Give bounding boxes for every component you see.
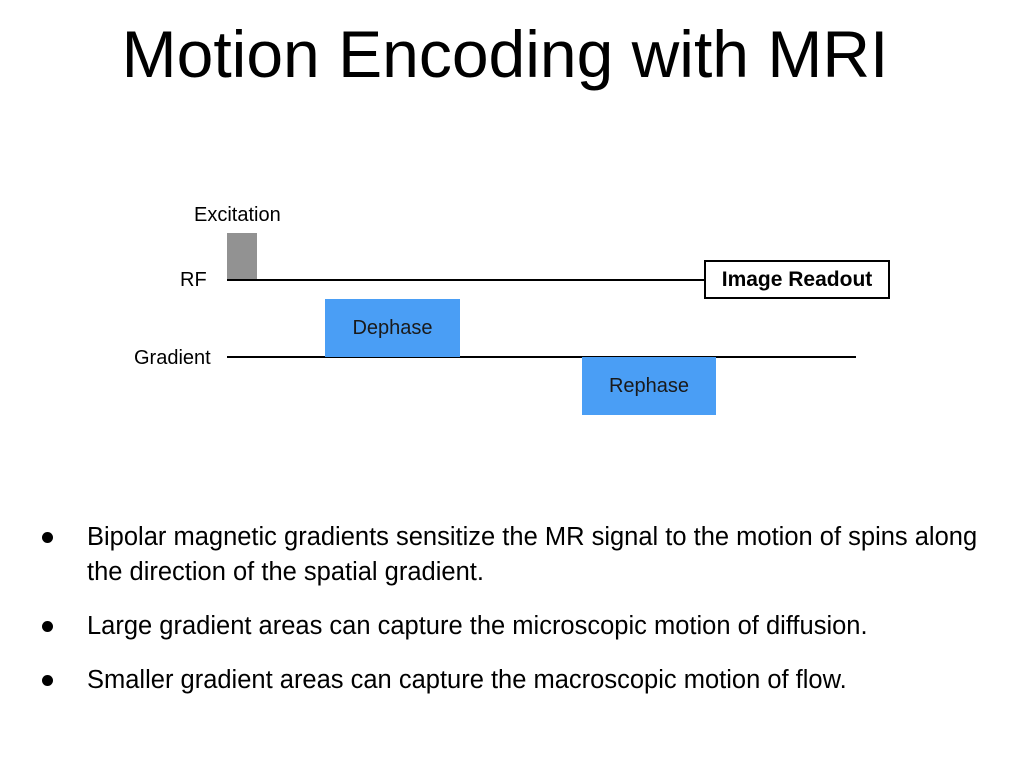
dephase-gradient-lobe: Dephase: [325, 299, 460, 357]
bullet-text: Large gradient areas can capture the mic…: [87, 612, 868, 640]
rephase-label: Rephase: [608, 374, 690, 397]
bullet-item: Bipolar magnetic gradients sensitize the…: [40, 520, 990, 590]
bullet-text: Smaller gradient areas can capture the m…: [87, 666, 847, 694]
rephase-gradient-lobe: Rephase: [582, 357, 716, 415]
slide-title: Motion Encoding with MRI: [121, 17, 889, 91]
rf-excitation-pulse: [227, 233, 257, 280]
image-readout-box: Image Readout: [704, 260, 890, 299]
bullet-text: Bipolar magnetic gradients sensitize the…: [87, 523, 978, 586]
gradient-line: [227, 356, 856, 358]
rf-line: [227, 279, 705, 281]
bullet-item: Smaller gradient areas can capture the m…: [40, 663, 990, 698]
gradient-label: Gradient: [134, 347, 211, 369]
bullet-dot: [42, 621, 53, 632]
bullet-dot: [42, 532, 53, 543]
image-readout-label: Image Readout: [721, 267, 873, 291]
bullet-list: Bipolar magnetic gradients sensitize the…: [40, 520, 990, 717]
excitation-label: Excitation: [194, 204, 281, 226]
bullet-item: Large gradient areas can capture the mic…: [40, 609, 990, 644]
rf-label: RF: [180, 269, 207, 291]
bullet-dot: [42, 675, 53, 686]
dephase-label: Dephase: [352, 316, 433, 339]
